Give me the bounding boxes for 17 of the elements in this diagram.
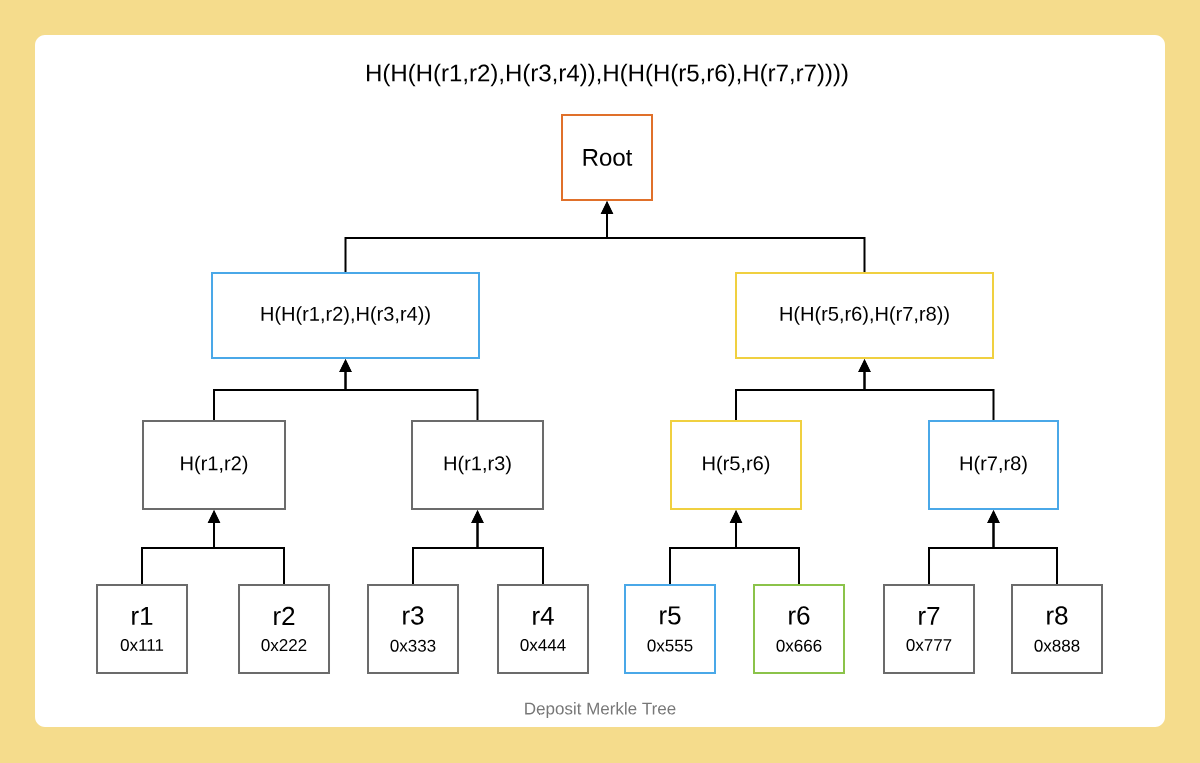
- leaf-box: r3 0x333: [367, 584, 459, 674]
- leaf-box: r6 0x666: [753, 584, 845, 674]
- leaf-box: r1 0x111: [96, 584, 188, 674]
- root-box: Root: [561, 114, 653, 201]
- hash-box: H(r1,r2): [142, 420, 286, 510]
- hash-box: H(r7,r8): [928, 420, 1059, 510]
- hash-box: H(r1,r3): [411, 420, 544, 510]
- leaf-box: r4 0x444: [497, 584, 589, 674]
- hash-box: H(r5,r6): [670, 420, 802, 510]
- caption: Deposit Merkle Tree: [525, 702, 676, 718]
- leaf-box: r2 0x222: [238, 584, 330, 674]
- leaf-box: r8 0x888: [1011, 584, 1103, 674]
- hash-box: H(H(r1,r2),H(r3,r4)): [211, 272, 480, 359]
- leaf-box: r7 0x777: [883, 584, 975, 674]
- hash-box: H(H(r5,r6),H(r7,r8)): [735, 272, 994, 359]
- leaf-box: r5 0x555: [624, 584, 716, 674]
- formula-heading: H(H(H(r1,r2),H(r3,r4)),H(H(H(r5,r6),H(r7,r7)))): [367, 63, 848, 87]
